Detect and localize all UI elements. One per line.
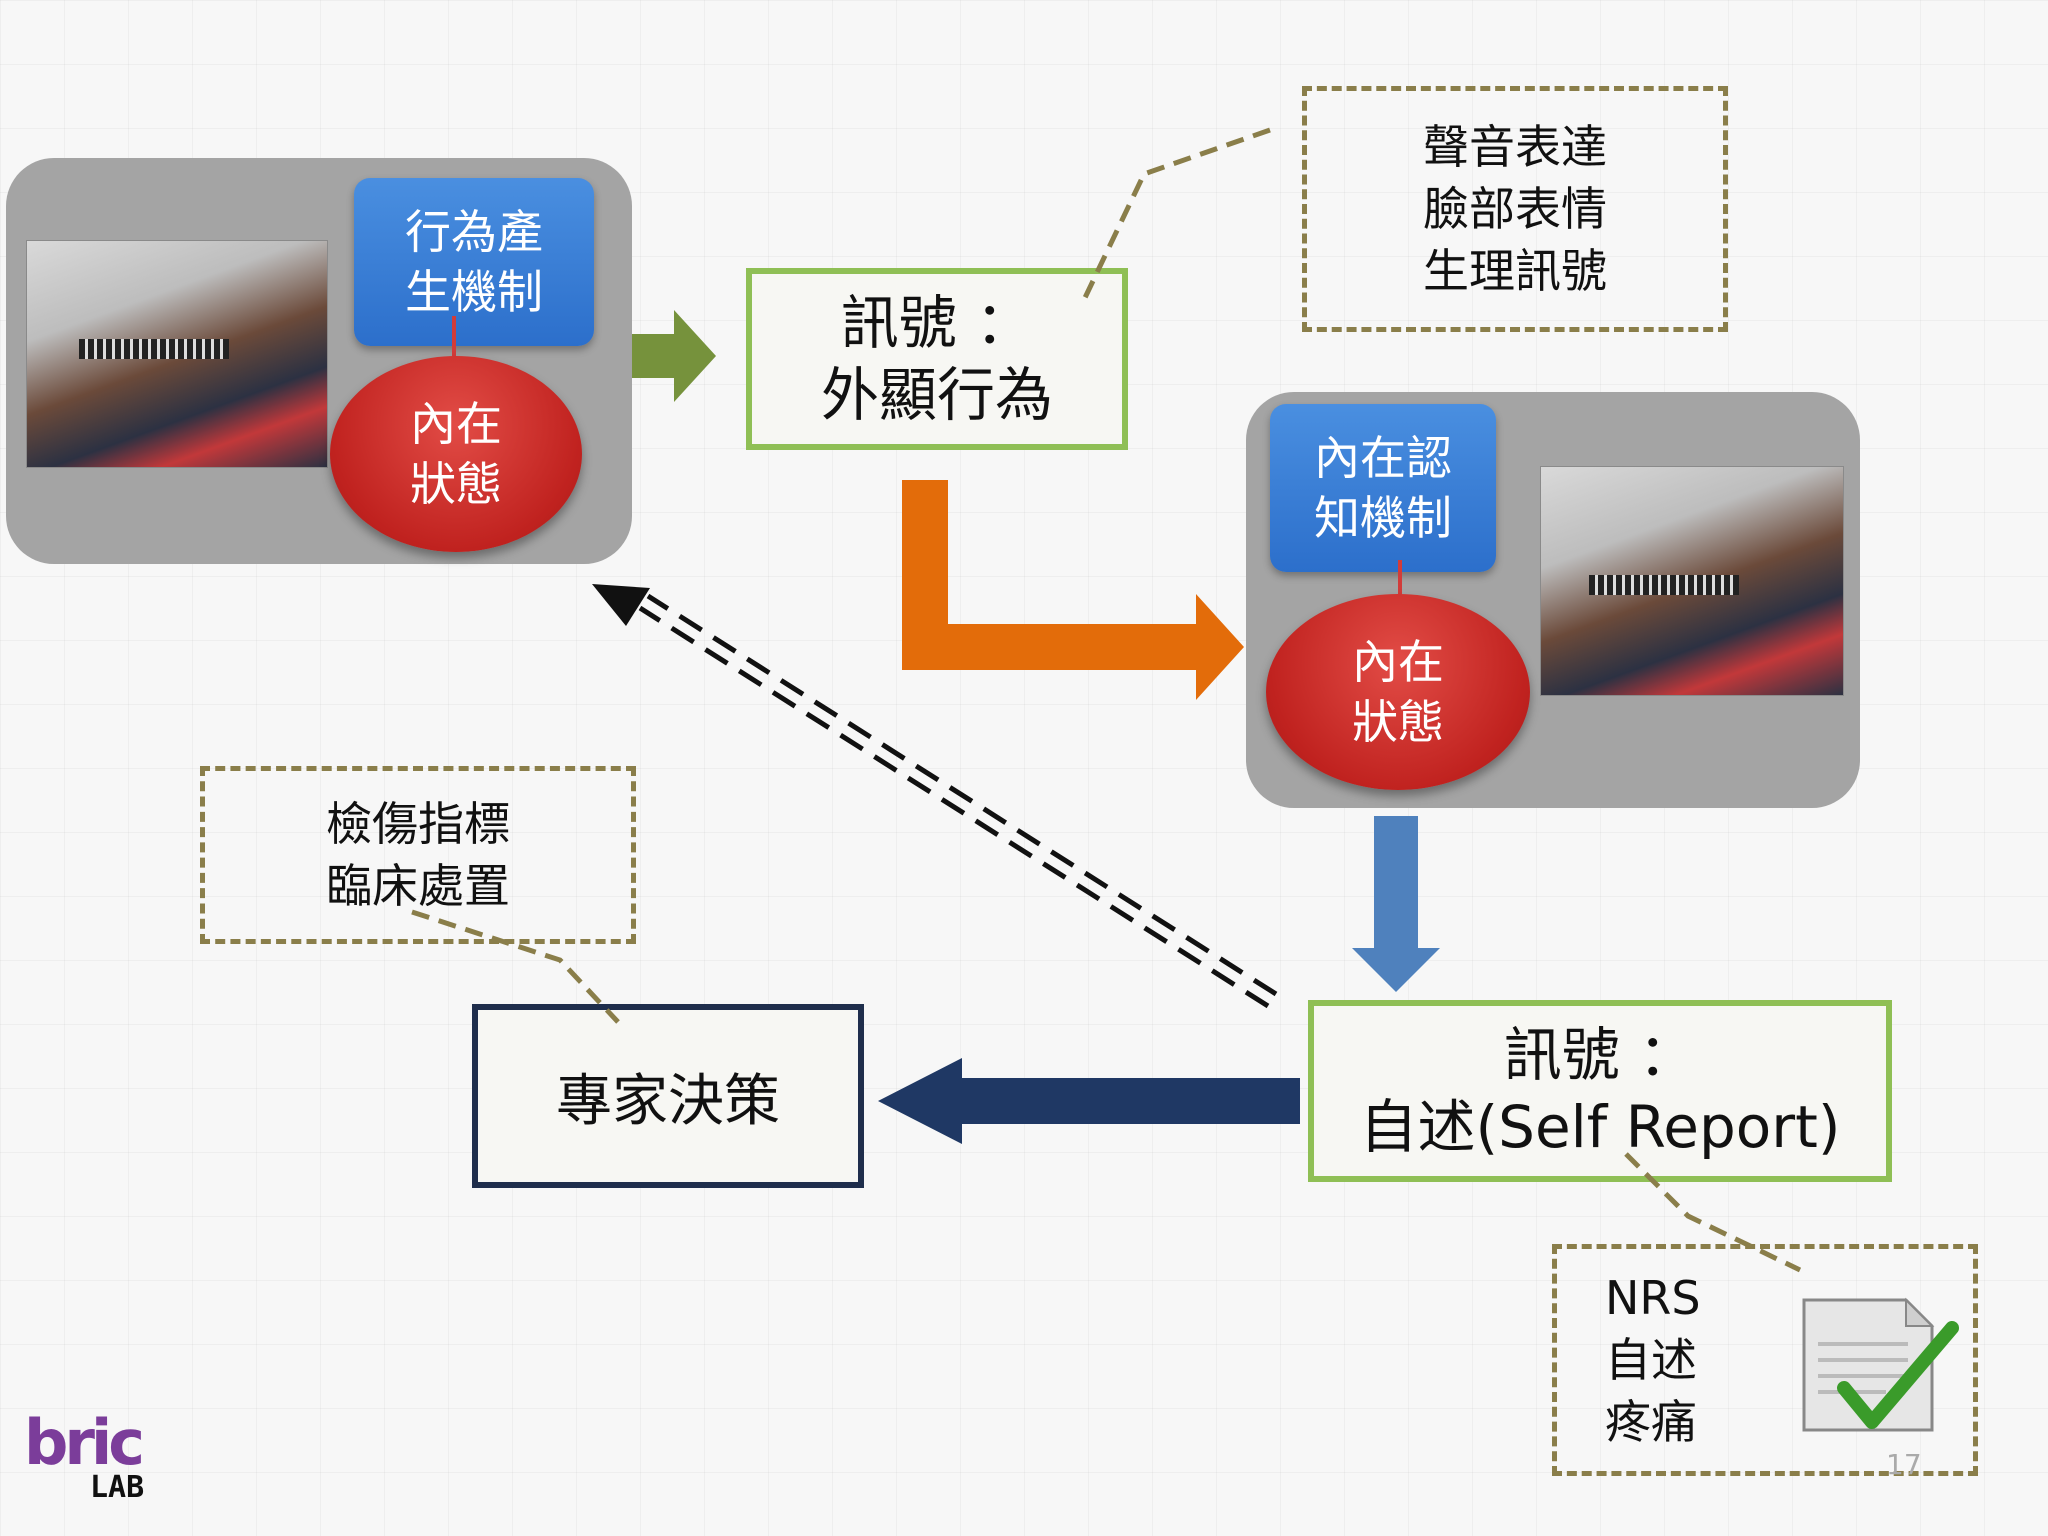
- self-report-line-2: 自述(Self Report): [1359, 1093, 1841, 1161]
- blue-arrow: [1352, 816, 1440, 992]
- signal-behavior-line-1: 訊號 ：: [840, 289, 1034, 357]
- signal-self-report-box: 訊號 ： 自述(Self Report): [1308, 1000, 1892, 1182]
- right-mechanism-box: 內在認 知機制: [1270, 404, 1496, 572]
- left-connector: [452, 316, 456, 390]
- left-state-line-1: 內在: [410, 397, 502, 451]
- left-state-line-2: 狀態: [410, 457, 502, 511]
- right-mechanism-line-1: 內在認: [1314, 431, 1452, 485]
- self-report-examples-box: NRS 自述 疼痛: [1552, 1244, 1978, 1476]
- behavior-example-3: 生理訊號: [1423, 244, 1607, 298]
- feedback-dash-line-2: [646, 593, 1278, 997]
- signal-behavior-box: 訊號 ： 外顯行為: [746, 268, 1128, 450]
- expert-decision-box: 專家決策: [472, 1004, 864, 1188]
- self-report-example-3: 疼痛: [1605, 1395, 1697, 1449]
- behavior-examples-box: 聲音表達 臉部表情 生理訊號: [1302, 86, 1728, 332]
- bric-logo: bric: [24, 1406, 145, 1479]
- signal-behavior-line-2: 外顯行為: [820, 361, 1053, 429]
- expert-example-2: 臨床處置: [326, 859, 510, 913]
- right-mechanism-line-2: 知機制: [1314, 491, 1452, 545]
- left-mechanism-line-2: 生機制: [405, 265, 543, 319]
- expert-decision-label: 專家決策: [556, 1068, 780, 1134]
- feedback-arrow-head: [592, 584, 650, 626]
- navy-arrow: [878, 1058, 1300, 1144]
- self-report-example-1: NRS: [1605, 1271, 1701, 1325]
- lab-logo: LAB: [90, 1470, 145, 1505]
- right-patient-photo: [1540, 466, 1844, 696]
- checked-document-icon: [1802, 1297, 1959, 1432]
- green-arrow: [632, 310, 716, 402]
- expert-examples-box: 檢傷指標 臨床處置: [200, 766, 636, 944]
- orange-arrow: [902, 480, 1244, 700]
- eye-censor-bar: [1589, 575, 1739, 595]
- right-state-circle: 內在 狀態: [1266, 594, 1530, 790]
- behavior-example-1: 聲音表達: [1423, 120, 1607, 174]
- eye-censor-bar: [79, 339, 229, 359]
- self-report-example-2: 自述: [1605, 1333, 1697, 1387]
- feedback-dash-line-1: [638, 605, 1270, 1009]
- left-mechanism-box: 行為產 生機制: [354, 178, 594, 346]
- right-state-line-2: 狀態: [1352, 695, 1444, 749]
- expert-example-1: 檢傷指標: [326, 797, 510, 851]
- left-mechanism-line-1: 行為產: [405, 205, 543, 259]
- right-state-line-1: 內在: [1352, 635, 1444, 689]
- right-connector: [1398, 560, 1402, 614]
- page-number: 17: [1886, 1448, 1922, 1481]
- left-patient-photo: [26, 240, 328, 468]
- self-report-line-1: 訊號 ：: [1503, 1021, 1697, 1089]
- left-state-circle: 內在 狀態: [330, 356, 582, 552]
- behavior-example-2: 臉部表情: [1423, 182, 1607, 236]
